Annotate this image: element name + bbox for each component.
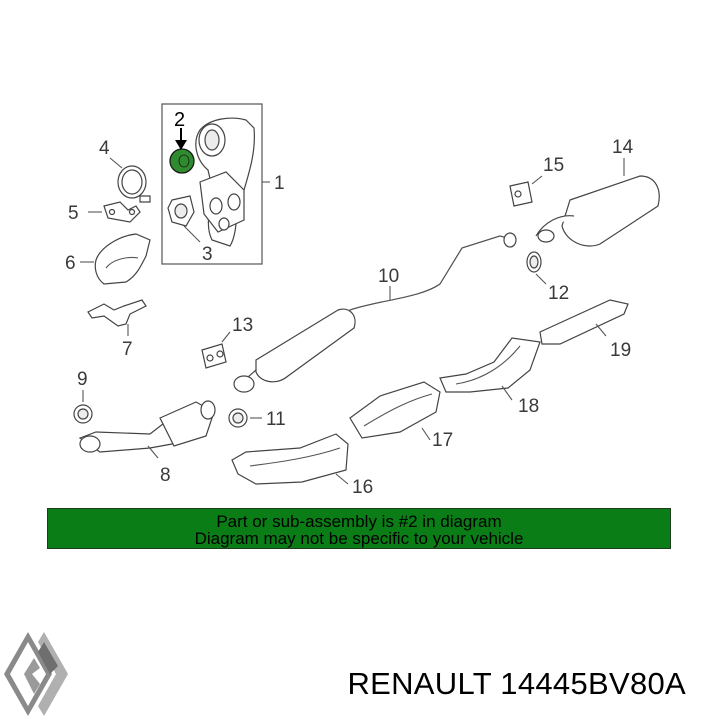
rear-muffler-part-14 <box>535 158 660 247</box>
gasket-part-9 <box>73 390 93 424</box>
bracket-part-5 <box>88 201 141 223</box>
callout-7: 7 <box>122 339 133 360</box>
callout-18: 18 <box>518 396 539 417</box>
heat-shield-part-16 <box>231 433 349 485</box>
callout-14: 14 <box>612 137 634 158</box>
clamp-part-4 <box>109 157 151 203</box>
callout-3: 3 <box>202 244 213 265</box>
heat-shield-part-18 <box>439 337 541 401</box>
rubber-hanger-part-13 <box>201 331 231 369</box>
callout-6: 6 <box>65 253 76 274</box>
assembly-frame <box>161 103 263 265</box>
callout-19: 19 <box>610 340 631 361</box>
gasket-part-12 <box>526 251 547 285</box>
callout-15: 15 <box>543 155 564 176</box>
heat-shield-part-19 <box>539 299 629 345</box>
callout-2: 2 <box>174 109 185 131</box>
heat-shield-part-6 <box>80 233 151 285</box>
callout-16: 16 <box>352 477 373 498</box>
banner-line-2: Diagram may not be specific to your vehi… <box>194 529 524 548</box>
heat-shield-part-17 <box>349 381 441 441</box>
banner-line-1: Part or sub-assembly is #2 in diagram <box>216 512 502 531</box>
renault-logo-icon <box>4 632 68 716</box>
catalytic-converter-assembly <box>161 103 270 265</box>
part-info-banner: Part or sub-assembly is #2 in diagram Di… <box>47 508 671 549</box>
front-pipe-part-8 <box>78 400 216 459</box>
callout-12: 12 <box>548 283 569 304</box>
gasket-part-11 <box>228 408 262 428</box>
callout-13: 13 <box>232 315 253 336</box>
product-title: RENAULT 14445BV80A <box>347 666 686 701</box>
callout-9: 9 <box>77 369 88 390</box>
callout-10: 10 <box>378 266 399 287</box>
callout-1: 1 <box>274 173 285 194</box>
callout-8: 8 <box>160 465 171 486</box>
callout-4: 4 <box>99 138 110 159</box>
center-pipe-part-10 <box>233 232 517 393</box>
highlighted-gasket-part-2 <box>169 128 195 174</box>
bracket-part-7 <box>87 299 147 336</box>
callout-17: 17 <box>432 430 453 451</box>
rubber-hanger-part-15 <box>509 175 543 207</box>
callout-11: 11 <box>266 409 286 430</box>
callout-5: 5 <box>68 203 79 224</box>
